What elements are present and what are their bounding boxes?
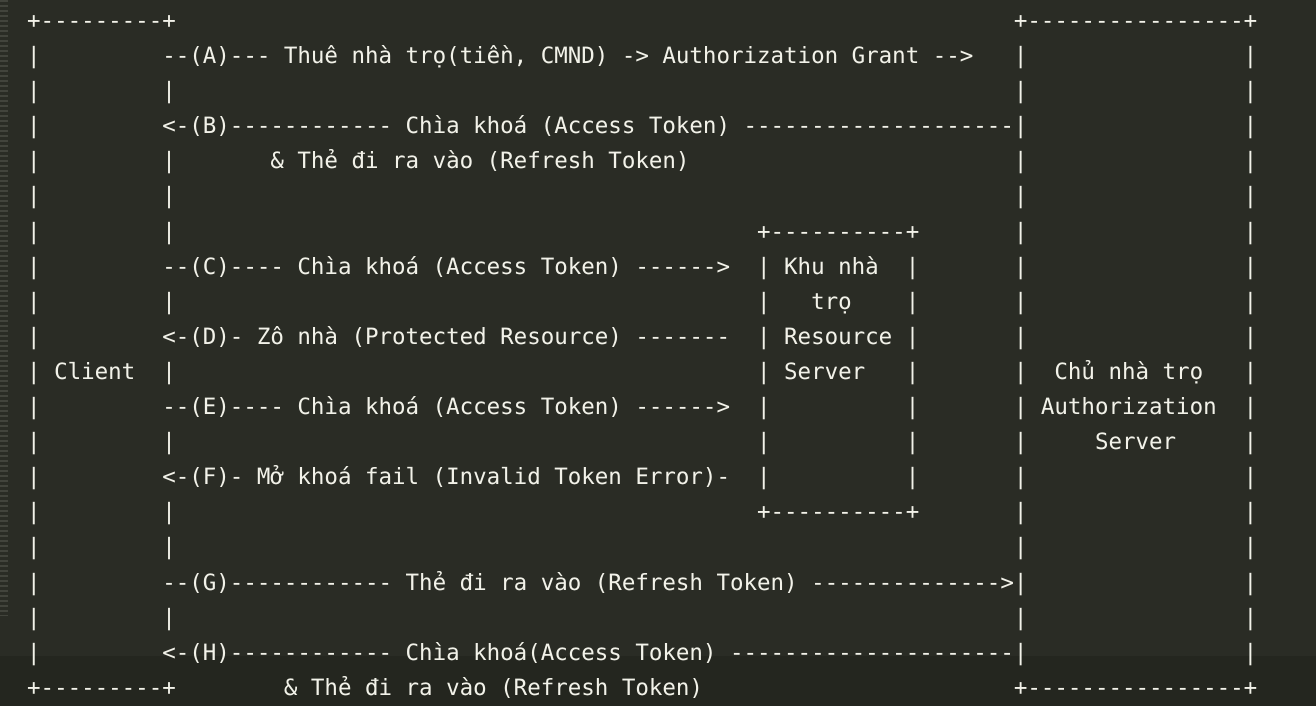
ascii-line: | | | | | Server | (0, 429, 1258, 456)
ascii-line: | | | | (0, 78, 1258, 105)
terminal-screen: +---------+ +----------------+ | --(A)--… (0, 0, 1258, 701)
left-edge-texture (0, 0, 8, 616)
ascii-diagram: +---------+ +----------------+ | --(A)--… (0, 8, 1258, 701)
ascii-line: | --(C)---- Chìa khoá (Access Token) ---… (0, 253, 1258, 280)
ascii-line: | | | | (0, 183, 1258, 210)
ascii-line: | <-(B)------------ Chìa khoá (Access To… (0, 113, 1258, 140)
ascii-line: | | +----------+ | | (0, 499, 1258, 526)
ascii-line: | | | trọ | | | (0, 288, 1258, 315)
ascii-line: | <-(D)- Zô nhà (Protected Resource) ---… (0, 323, 1258, 350)
ascii-line: | Client | | Server | | Chủ nhà trọ | (0, 358, 1258, 385)
ascii-line: +---------+ & Thẻ đi ra vào (Refresh Tok… (0, 674, 1258, 701)
ascii-line: | --(E)---- Chìa khoá (Access Token) ---… (0, 394, 1258, 421)
ascii-line: | --(G)------------ Thẻ đi ra vào (Refre… (0, 569, 1258, 596)
ascii-line: | | +----------+ | | (0, 218, 1258, 245)
ascii-line: +---------+ +----------------+ (0, 8, 1258, 34)
ascii-line: | | | | (0, 604, 1258, 631)
ascii-line: | | | | (0, 534, 1258, 561)
ascii-line: | --(A)--- Thuê nhà trọ(tiền, CMND) -> A… (0, 43, 1258, 70)
ascii-line: | <-(F)- Mở khoá fail (Invalid Token Err… (0, 464, 1258, 491)
ascii-line: | | & Thẻ đi ra vào (Refresh Token) | | (0, 148, 1258, 175)
ascii-line: | <-(H)------------ Chìa khoá(Access Tok… (0, 639, 1258, 666)
